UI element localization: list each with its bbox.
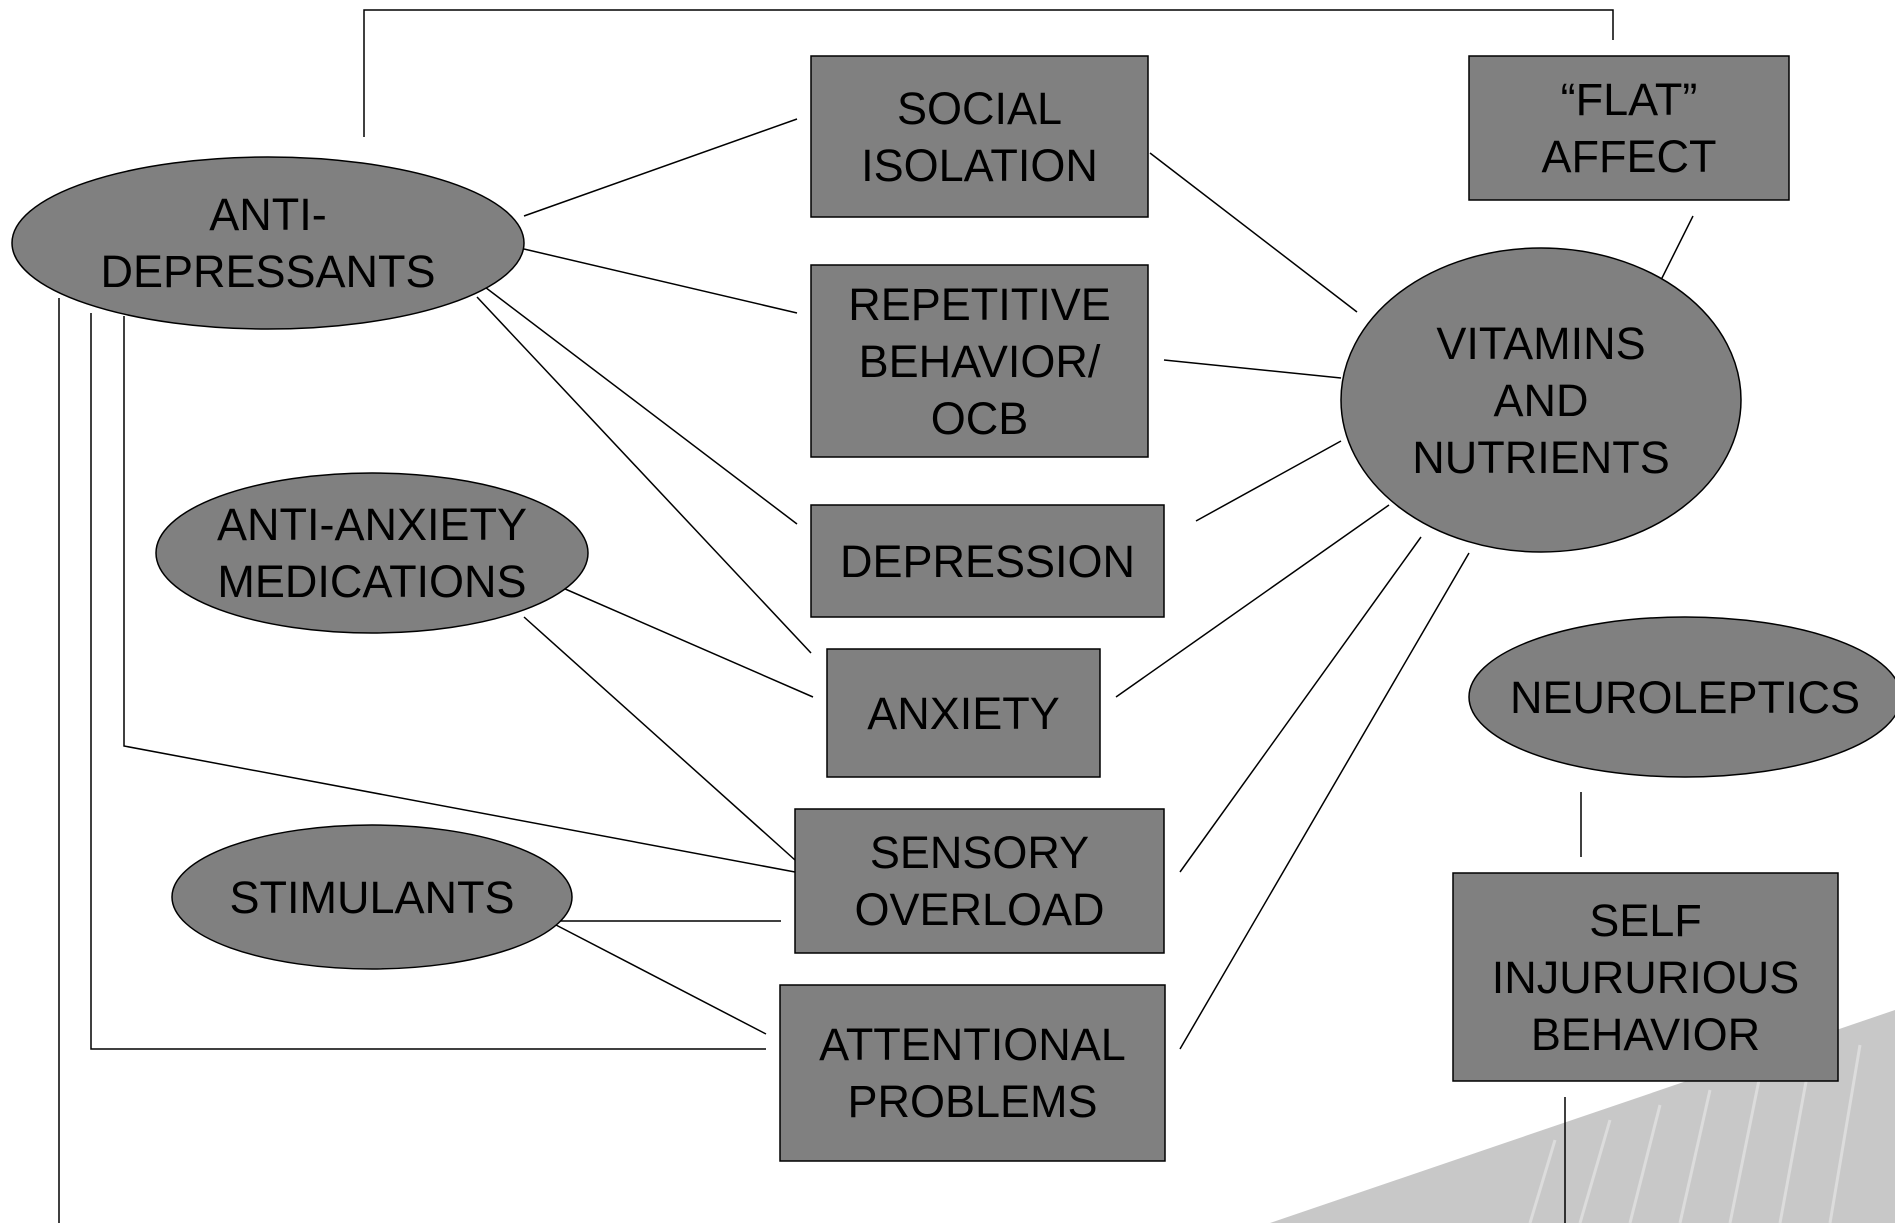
label-anxiety: ANXIETY xyxy=(867,687,1060,739)
connector-social-vitamins xyxy=(1149,152,1358,313)
connector-flat-affect-vitamins xyxy=(1660,215,1694,281)
node-social-isolation-shape xyxy=(810,55,1149,218)
connector-sensory-vitamins xyxy=(1179,536,1422,873)
label-repetitive-behavior: REPETITIVE BEHAVIOR/ OCB xyxy=(848,278,1111,444)
node-anxiety-shape xyxy=(826,648,1101,778)
label-sensory-overload: SENSORY OVERLOAD xyxy=(854,827,1105,935)
label-stimulants: STIMULANTS xyxy=(229,871,515,923)
connector-antianxiety-anxiety xyxy=(555,584,814,698)
connector-antianxiety-sensory xyxy=(523,616,796,861)
connector-antidepressants-depression xyxy=(476,280,798,525)
node-vitamins-shape xyxy=(1340,247,1742,553)
label-vitamins-and-nutrients: VITAMINS AND NUTRIENTS xyxy=(1412,317,1670,483)
node-antidepressants-shape xyxy=(11,156,525,330)
connector-anxiety-vitamins xyxy=(1115,504,1390,698)
node-repetitive-behavior-shape xyxy=(810,264,1149,458)
connector-antidepressants-social-isolation xyxy=(523,118,798,217)
node-anti-anxiety-shape xyxy=(155,472,589,634)
connectors xyxy=(58,9,1694,1223)
label-attentional-problems: ATTENTIONAL PROBLEMS xyxy=(819,1019,1126,1127)
label-social-isolation: SOCIAL ISOLATION xyxy=(861,82,1098,191)
connector-antidepressants-attentional xyxy=(90,313,766,1050)
label-flat-affect: “FLAT” AFFECT xyxy=(1541,74,1717,182)
connector-antidepressants-sensory xyxy=(123,316,796,873)
node-depression-shape xyxy=(810,504,1165,618)
label-antidepressants: ANTI- DEPRESSANTS xyxy=(100,189,436,297)
connector-attentional-vitamins xyxy=(1179,552,1470,1050)
node-self-injurious-shape xyxy=(1452,872,1839,1082)
node-sensory-overload-shape xyxy=(794,808,1165,954)
node-attentional-problems-shape xyxy=(779,984,1166,1162)
connector-repetitive-vitamins xyxy=(1163,359,1342,379)
connector-antidepressants-flat-affect xyxy=(363,9,1614,137)
connector-antidepressants-anxiety xyxy=(476,296,812,654)
node-stimulants-shape xyxy=(171,824,573,970)
label-depression: DEPRESSION xyxy=(839,535,1136,587)
connector-stimulants-attentional xyxy=(555,924,767,1035)
label-anti-anxiety-medications: ANTI-ANXIETY MEDICATIONS xyxy=(216,499,528,607)
node-neuroleptics-shape xyxy=(1468,616,1895,778)
label-self-injurious-behavior: SELF INJURURIOUS BEHAVIOR xyxy=(1491,894,1800,1060)
connector-antidepressants-repetitive xyxy=(523,248,798,314)
label-neuroleptics: NEUROLEPTICS xyxy=(1509,671,1861,723)
connector-depression-vitamins xyxy=(1195,440,1342,522)
node-flat-affect-shape xyxy=(1468,55,1790,201)
